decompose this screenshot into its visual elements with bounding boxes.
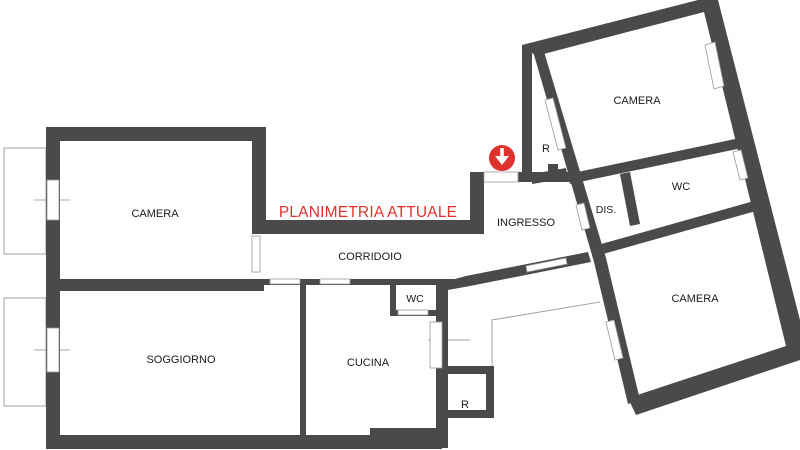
- walls-right-wing: [470, 0, 800, 415]
- room-label-camera-bottom-right: CAMERA: [671, 293, 719, 305]
- door-ingresso-bottom: [525, 257, 568, 273]
- entrance-marker: [489, 145, 515, 171]
- room-label-r-top: R: [542, 143, 550, 155]
- balcony-top: [3, 147, 47, 255]
- door-corridor-1: [269, 278, 301, 285]
- room-label-camera-top-right: CAMERA: [613, 95, 661, 107]
- windows: [46, 41, 749, 373]
- room-label-corridoio: CORRIDOIO: [338, 251, 402, 263]
- balconies: [3, 147, 601, 407]
- room-labels: CAMERA SOGGIORNO CORRIDOIO CUCINA WC R I…: [131, 95, 719, 411]
- room-label-camera-left: CAMERA: [131, 208, 179, 220]
- terrace-outline: [491, 301, 601, 368]
- door-wc-small: [397, 309, 429, 316]
- window-camera-top-right: [704, 41, 725, 90]
- window-camera-bottom-right: [605, 319, 624, 361]
- window-cucina: [429, 321, 443, 369]
- walls-left-block: [46, 127, 591, 449]
- window-soggiorno: [46, 327, 60, 373]
- room-label-dis: DIS.: [596, 204, 616, 216]
- room-label-wc-small: WC: [406, 293, 424, 305]
- balcony-bottom: [3, 297, 47, 407]
- entrance-door: [483, 171, 519, 183]
- room-label-r-bottom: R: [461, 399, 469, 411]
- room-label-ingresso: INGRESSO: [497, 217, 556, 229]
- arrow-down-icon: [495, 148, 509, 165]
- room-label-soggiorno: SOGGIORNO: [146, 354, 216, 366]
- window-camera-left: [46, 179, 60, 221]
- door-camera-left: [251, 235, 261, 273]
- door-dis: [575, 202, 591, 231]
- room-label-wc-right: WC: [672, 181, 690, 193]
- window-wc-right: [732, 149, 749, 181]
- room-label-cucina: CUCINA: [347, 357, 390, 369]
- plan-title: PLANIMETRIA ATTUALE: [279, 204, 457, 221]
- door-corridor-2: [319, 278, 351, 285]
- window-r-top: [544, 97, 567, 151]
